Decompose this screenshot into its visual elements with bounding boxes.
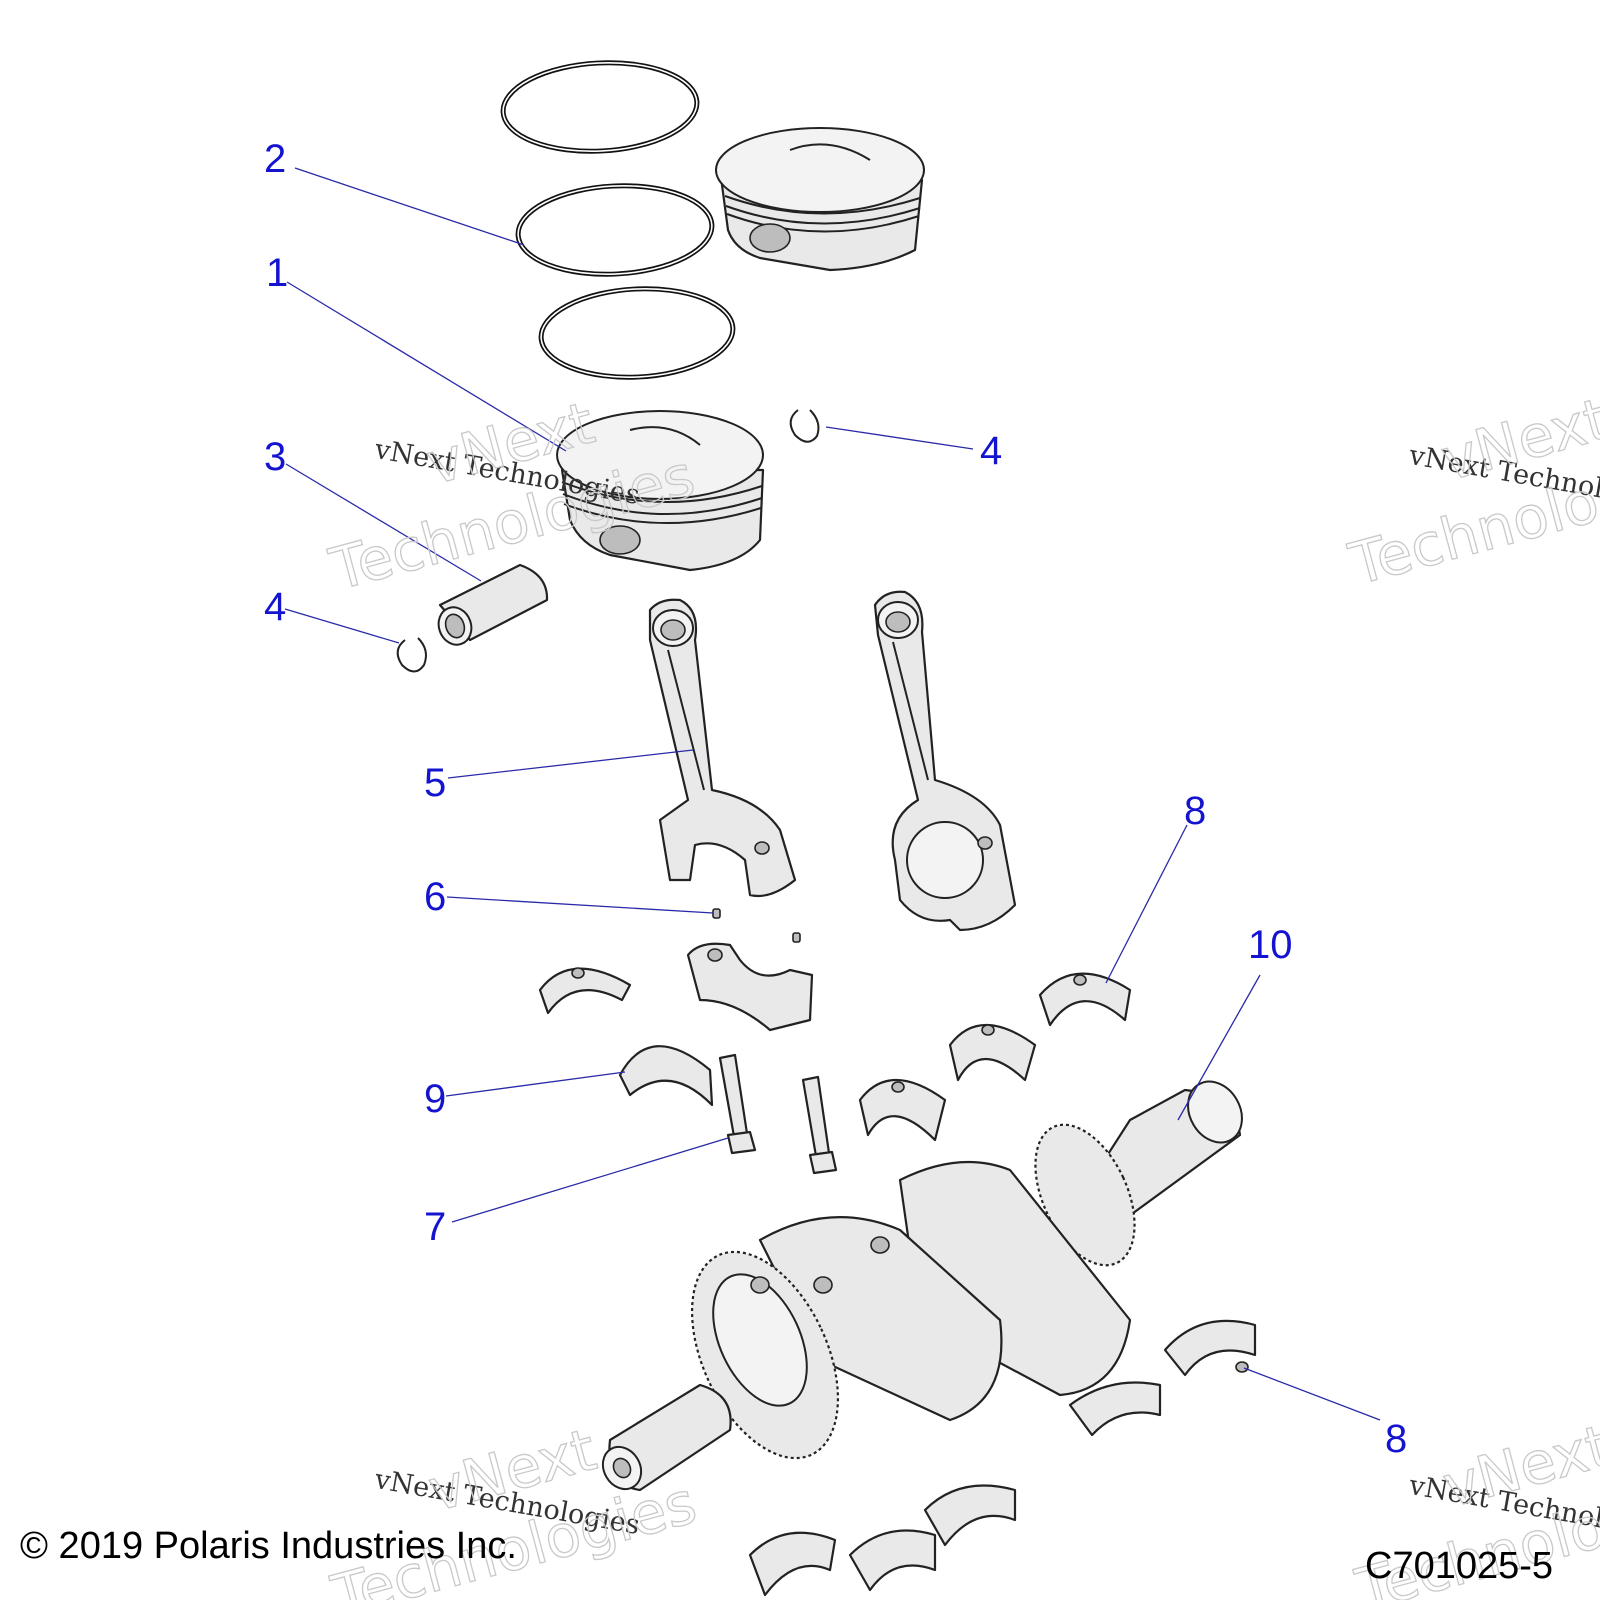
main-bearing-bottom-b bbox=[848, 1529, 937, 1592]
callout-8-top: 8 bbox=[1184, 789, 1206, 833]
rod-bolt-left bbox=[718, 1053, 757, 1155]
main-bearing-top-right bbox=[1038, 972, 1132, 1027]
diagram-code: C701025-5 bbox=[1365, 1545, 1553, 1587]
main-bearing-bottom-c bbox=[748, 1531, 837, 1597]
callout-3: 3 bbox=[264, 435, 286, 479]
connecting-rod-right bbox=[873, 590, 1017, 932]
dowel-left bbox=[712, 908, 721, 919]
piston-pin bbox=[437, 563, 549, 646]
callout-2: 2 bbox=[264, 137, 286, 181]
pin-retainer-right bbox=[789, 409, 820, 443]
callout-9: 9 bbox=[424, 1077, 446, 1121]
callout-5: 5 bbox=[424, 761, 446, 805]
rod-bolt-right bbox=[801, 1075, 838, 1175]
connecting-rod-left bbox=[648, 598, 797, 898]
copyright-text: © 2019 Polaris Industries Inc. bbox=[20, 1525, 517, 1567]
callout-7: 7 bbox=[424, 1205, 446, 1249]
callout-1: 1 bbox=[266, 251, 288, 295]
main-bearing-lower-right-a bbox=[1163, 1319, 1257, 1377]
main-bearing-lower-right-b bbox=[1068, 1381, 1162, 1437]
piston-ring-oil bbox=[538, 286, 736, 380]
callout-8-bottom: 8 bbox=[1385, 1417, 1407, 1461]
watermark-right-big: vNext Technologies bbox=[1342, 384, 1600, 599]
callout-10: 10 bbox=[1248, 923, 1293, 967]
main-bearing-bottom-a bbox=[923, 1484, 1017, 1547]
rod-cap bbox=[686, 942, 814, 1032]
callout-4-right: 4 bbox=[980, 429, 1002, 473]
main-bearing-row1-a bbox=[858, 1079, 947, 1142]
callout-6: 6 bbox=[424, 875, 446, 919]
piston-upper bbox=[715, 127, 925, 272]
piston-ring-middle bbox=[515, 183, 715, 277]
callout-4-left: 4 bbox=[264, 585, 286, 629]
crankshaft bbox=[601, 1080, 1243, 1492]
piston-ring-top bbox=[500, 60, 700, 154]
rod-bearing-lower bbox=[618, 1045, 714, 1107]
piston bbox=[556, 410, 765, 572]
rod-bearing-upper-left bbox=[538, 967, 632, 1015]
main-bearing-row1-b bbox=[948, 1024, 1037, 1082]
pin-retainer-left bbox=[396, 637, 427, 673]
dowel-right bbox=[792, 932, 801, 943]
